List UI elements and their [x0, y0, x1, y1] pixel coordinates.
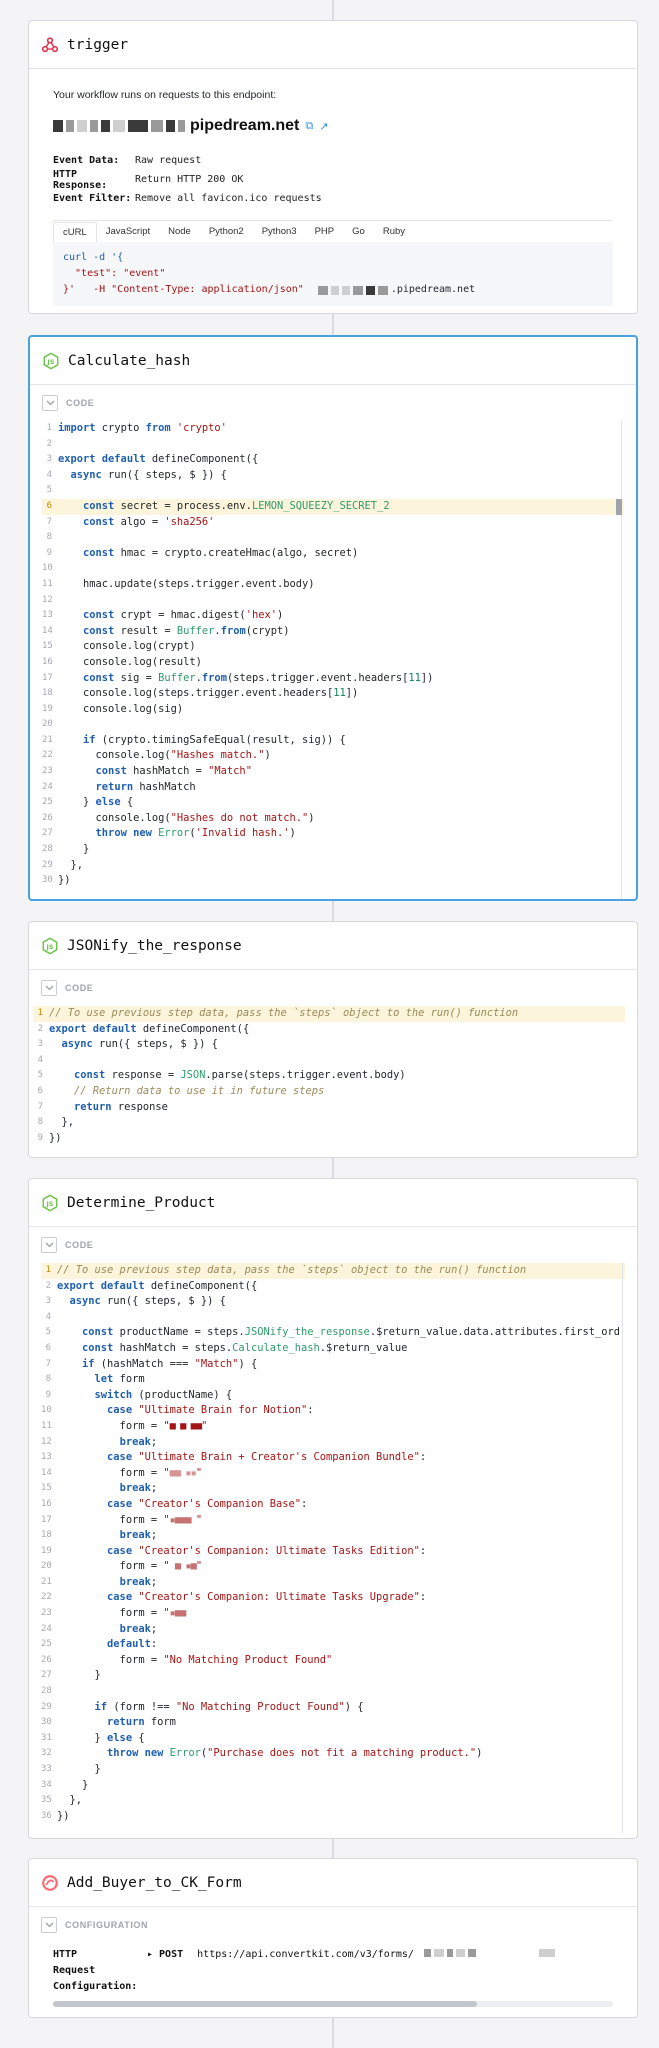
chevron-down-icon[interactable]	[42, 395, 58, 411]
code-editor[interactable]: 1// To use previous step data, pass the …	[41, 1263, 625, 1833]
http-method[interactable]: ▸ POST	[147, 1949, 184, 1960]
event-filter-row: Event Filter: Remove all favicon.ico req…	[53, 189, 613, 208]
language-tabs: cURL JavaScript Node Python2 Python3 PHP…	[53, 220, 613, 242]
curl-host: .pipedream.net	[390, 284, 476, 295]
event-filter-label: Event Filter:	[53, 193, 132, 204]
step-determine-product[interactable]: JS Determine_Product CODE 1// To use pre…	[28, 1178, 638, 1839]
config-scroll-thumb[interactable]	[53, 2001, 477, 2007]
http-request-config[interactable]: HTTP Request Configuration: ▸ POST https…	[29, 1947, 637, 1995]
step-header[interactable]: JS Calculate_hash	[30, 337, 636, 385]
tab-node[interactable]: Node	[168, 226, 191, 237]
http-response-label: HTTP Response:	[53, 168, 108, 191]
code-editor[interactable]: 1// To use previous step data, pass the …	[33, 1006, 625, 1156]
trigger-card-header[interactable]: trigger	[29, 21, 637, 69]
step-title: JSONify_the_response	[67, 937, 242, 954]
copy-icon[interactable]: ⧉	[305, 119, 314, 132]
curl-redacted-host	[317, 282, 391, 298]
tab-ruby[interactable]: Ruby	[382, 226, 406, 237]
tab-python2[interactable]: Python2	[208, 226, 244, 237]
step-header[interactable]: JS JSONify_the_response	[29, 922, 637, 970]
svg-text:JS: JS	[46, 943, 54, 950]
step-title: Add_Buyer_to_CK_Form	[67, 1874, 242, 1891]
step-add-buyer-to-ck-form[interactable]: Add_Buyer_to_CK_Form CONFIGURATION HTTP …	[28, 1858, 638, 2018]
section-label: CODE	[65, 983, 94, 993]
endpoint-url[interactable]: pipedream.net ⧉ ↗	[53, 115, 613, 137]
nodejs-icon: JS	[42, 937, 58, 954]
step-title: Calculate_hash	[68, 352, 191, 369]
http-request-value[interactable]: ▸ POST https://api.convertkit.com/v3/for…	[147, 1947, 558, 1995]
code-section-toggle[interactable]: CODE	[30, 385, 636, 421]
editor-scrollbar[interactable]	[622, 1263, 623, 1833]
tab-go[interactable]: Go	[352, 226, 365, 237]
trigger-card[interactable]: trigger Your workflow runs on requests t…	[28, 20, 638, 314]
event-data-value: Raw request	[135, 155, 202, 166]
tab-javascript[interactable]: JavaScript	[105, 226, 151, 237]
curl-line-1: curl -d '{	[63, 252, 124, 263]
curl-line-3: }' -H "Content-Type: application/json"	[63, 284, 304, 295]
editor-scroll-thumb[interactable]	[616, 499, 622, 515]
tab-python3[interactable]: Python3	[261, 226, 297, 237]
step-title: Determine_Product	[67, 1194, 216, 1211]
section-label: CODE	[65, 1240, 94, 1250]
tab-php[interactable]: PHP	[314, 226, 335, 237]
chevron-down-icon[interactable]	[41, 980, 57, 996]
configuration-section-toggle[interactable]: CONFIGURATION	[29, 1907, 637, 1943]
external-link-icon[interactable]: ↗	[319, 120, 329, 133]
chevron-down-icon[interactable]	[41, 1237, 57, 1253]
endpoint-intro: Your workflow runs on requests to this e…	[53, 89, 277, 101]
url-redacted-part	[423, 1949, 558, 1957]
section-label: CODE	[66, 398, 95, 408]
event-filter-value: Remove all favicon.ico requests	[135, 193, 322, 204]
section-label: CONFIGURATION	[65, 1920, 149, 1930]
nodejs-icon: JS	[42, 1194, 58, 1211]
event-data-label: Event Data:	[53, 155, 120, 166]
convertkit-icon	[42, 1874, 58, 1891]
curl-snippet[interactable]: curl -d '{ "test": "event" }' -H "Conten…	[53, 242, 613, 306]
trigger-title: trigger	[67, 36, 129, 53]
code-section-toggle[interactable]: CODE	[29, 970, 637, 1006]
step-header[interactable]: JS Determine_Product	[29, 1179, 637, 1227]
tab-curl[interactable]: cURL	[53, 222, 97, 242]
editor-scrollbar[interactable]	[616, 421, 622, 899]
endpoint-host: pipedream.net	[190, 117, 300, 134]
webhook-icon	[41, 36, 59, 52]
event-data-row: Event Data: Raw request	[53, 151, 613, 170]
config-horizontal-scrollbar[interactable]	[53, 2001, 613, 2007]
step-header[interactable]: Add_Buyer_to_CK_Form	[29, 1859, 637, 1907]
http-response-value: Return HTTP 200 OK	[135, 174, 244, 185]
code-section-toggle[interactable]: CODE	[29, 1227, 637, 1263]
http-request-label: HTTP Request Configuration:	[53, 1949, 138, 1992]
nodejs-icon: JS	[43, 352, 59, 369]
svg-text:JS: JS	[47, 358, 55, 365]
http-response-row: HTTP Response: Return HTTP 200 OK	[53, 168, 613, 191]
svg-text:JS: JS	[46, 1200, 54, 1207]
http-url: https://api.convertkit.com/v3/forms/	[197, 1949, 414, 1960]
curl-line-2: "test": "event"	[63, 268, 166, 279]
chevron-down-icon[interactable]	[41, 1917, 57, 1933]
step-jsonify-the-response[interactable]: JS JSONify_the_response CODE 1// To use …	[28, 921, 638, 1158]
